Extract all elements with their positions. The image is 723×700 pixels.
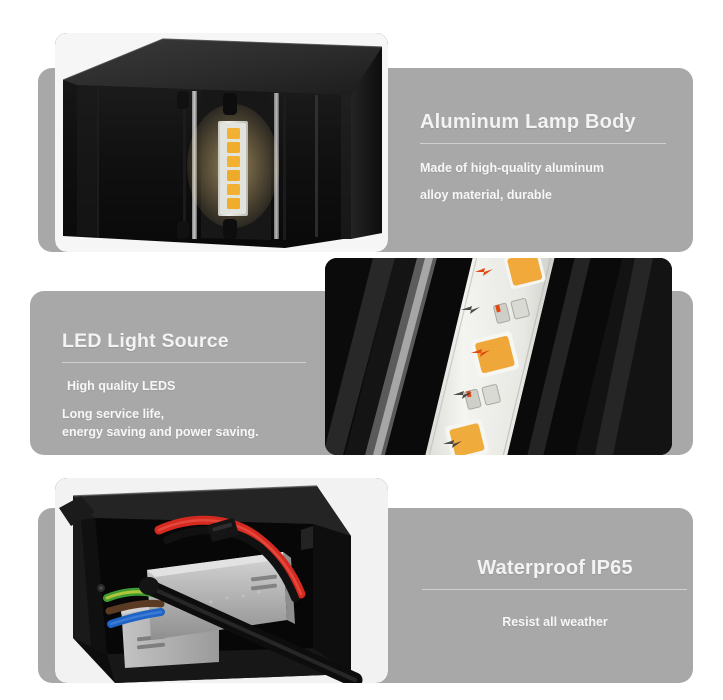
- heading-divider: [62, 362, 306, 364]
- product-photo-waterproof-ip65: [55, 478, 388, 683]
- panel-line-2: Long service life,: [62, 406, 165, 421]
- panel-line-1: Made of high-quality aluminum: [420, 161, 605, 175]
- panel-text-aluminum-lamp-body: Aluminum Lamp Body Made of high-quality …: [420, 110, 670, 201]
- panel-line-1: Resist all weather: [502, 615, 608, 629]
- panel-line-1: High quality LEDS: [67, 379, 176, 394]
- panel-line-2: alloy material, durable: [420, 187, 552, 202]
- heading-divider: [422, 589, 687, 590]
- heading-divider: [420, 143, 666, 144]
- panel-heading: Waterproof IP65: [477, 557, 633, 579]
- panel-heading: LED Light Source: [62, 330, 229, 352]
- product-photo-led-light-source: [325, 258, 672, 455]
- panel-text-led-light-source: LED Light Source High quality LEDS Long …: [62, 330, 312, 439]
- panel-line-3: energy saving and power saving.: [62, 425, 259, 440]
- product-photo-aluminum-lamp-body: [55, 33, 388, 252]
- panel-text-waterproof-ip65: Waterproof IP65 Resist all weather: [415, 556, 695, 629]
- panel-heading: Aluminum Lamp Body: [420, 111, 636, 133]
